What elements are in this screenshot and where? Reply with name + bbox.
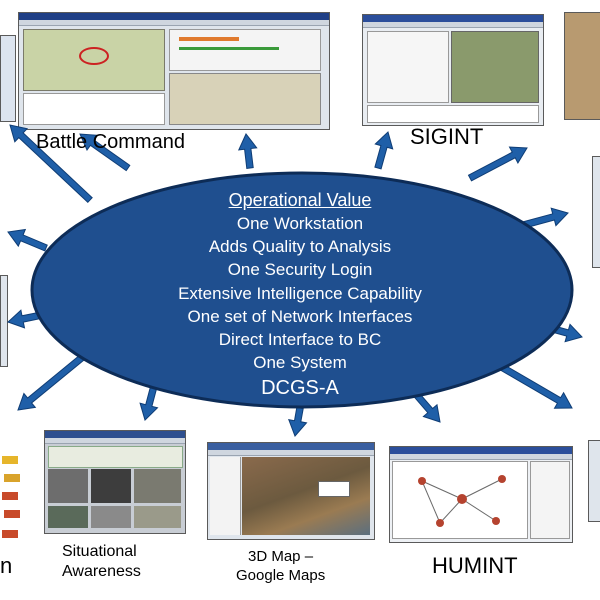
sigint-screenshot [362, 14, 544, 126]
geoint-partial-label: n [0, 553, 13, 578]
left-top-screenshot [0, 35, 16, 122]
radiating-arrow [467, 146, 528, 182]
radiating-arrow [7, 228, 48, 252]
radiating-arrow [9, 124, 93, 204]
top-right-screenshot [564, 12, 600, 120]
left-mid-screenshot [0, 275, 8, 367]
radiating-arrow [17, 351, 88, 411]
radiating-arrow [237, 133, 258, 169]
operational-value-item: Extensive Intelligence Capability [178, 283, 422, 303]
operational-value-item: One set of Network Interfaces [187, 306, 413, 326]
network-graph-icon [418, 475, 506, 527]
bottom-right-screenshot [588, 440, 600, 522]
radiating-arrow [288, 406, 308, 437]
sigint-label: SIGINT [410, 124, 484, 149]
operational-value-heading: Operational Value [228, 190, 372, 210]
situational-awareness-label-line1: Situational [62, 543, 137, 560]
operational-value-ellipse [30, 171, 574, 409]
operational-value-item: One Security Login [227, 260, 373, 280]
geoint-screenshot [0, 418, 26, 546]
operational-value-item: One System [253, 353, 347, 373]
map-label-line2: Google Maps [236, 567, 326, 584]
system-name: DCGS-A [261, 377, 339, 399]
battle-command-label: Battle Command [36, 131, 185, 153]
humint-label: HUMINT [432, 553, 518, 578]
right-screenshot [592, 156, 600, 268]
google-maps-screenshot [207, 442, 375, 540]
radiating-arrow [518, 207, 569, 230]
situational-awareness-label-line2: Awareness [62, 563, 141, 580]
radiating-arrow [79, 133, 131, 172]
situational-awareness-screenshot [44, 430, 186, 534]
radiating-arrow [374, 131, 394, 170]
humint-screenshot [389, 446, 573, 543]
operational-value-item: One Workstation [236, 214, 364, 233]
battle-command-screenshot [18, 12, 330, 130]
map-label-line1: 3D Map – [248, 548, 314, 565]
operational-value-item: Adds Quality to Analysis [208, 237, 392, 257]
operational-value-item: Direct Interface to BC [218, 330, 382, 349]
